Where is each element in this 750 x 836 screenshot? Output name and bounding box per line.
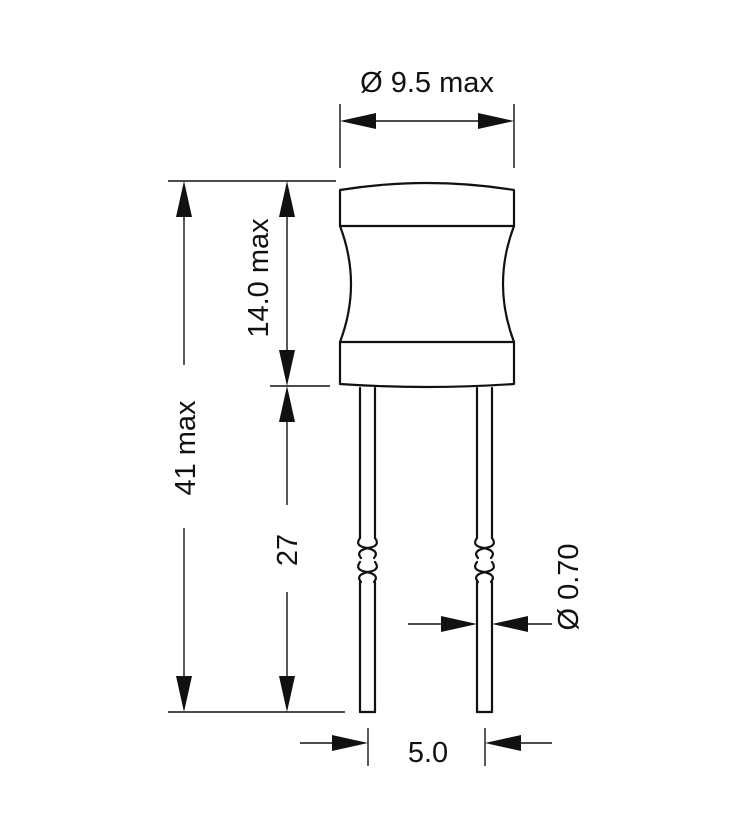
body-waist (338, 224, 516, 344)
lead-right (474, 386, 495, 714)
arrowhead (279, 386, 295, 422)
overall-length-label: 41 max (170, 400, 202, 496)
body-length-label: 14.0 max (243, 218, 275, 338)
arrowhead (332, 735, 368, 751)
arrowhead (176, 181, 192, 217)
arrowhead (279, 181, 295, 217)
lead-diameter-label: Ø 0.70 (553, 543, 585, 630)
body-bottom-flange (338, 340, 516, 389)
lead-length-label: 27 (272, 534, 304, 566)
arrowhead (478, 113, 514, 129)
arrowhead (492, 616, 528, 632)
arrowhead (279, 676, 295, 712)
arrowhead (441, 616, 477, 632)
dimension-body-diameter: Ø 9.5 max (339, 67, 515, 168)
dimension-lead-diameter: Ø 0.70 (408, 543, 585, 632)
body-top-cap (338, 181, 516, 228)
lead-spacing-label: 5.0 (408, 737, 448, 769)
body-diameter-label: Ø 9.5 max (360, 67, 494, 99)
arrowhead (176, 676, 192, 712)
dimension-lead-length: 27 (272, 386, 304, 712)
dimension-overall-length: 41 max (168, 180, 345, 713)
arrowhead (485, 735, 521, 751)
inductor-body (338, 181, 516, 389)
lead-left (357, 386, 378, 714)
arrowhead (279, 350, 295, 386)
dimension-body-length: 14.0 max (243, 181, 330, 387)
dimension-lead-spacing: 5.0 (300, 728, 552, 769)
arrowhead (340, 113, 376, 129)
